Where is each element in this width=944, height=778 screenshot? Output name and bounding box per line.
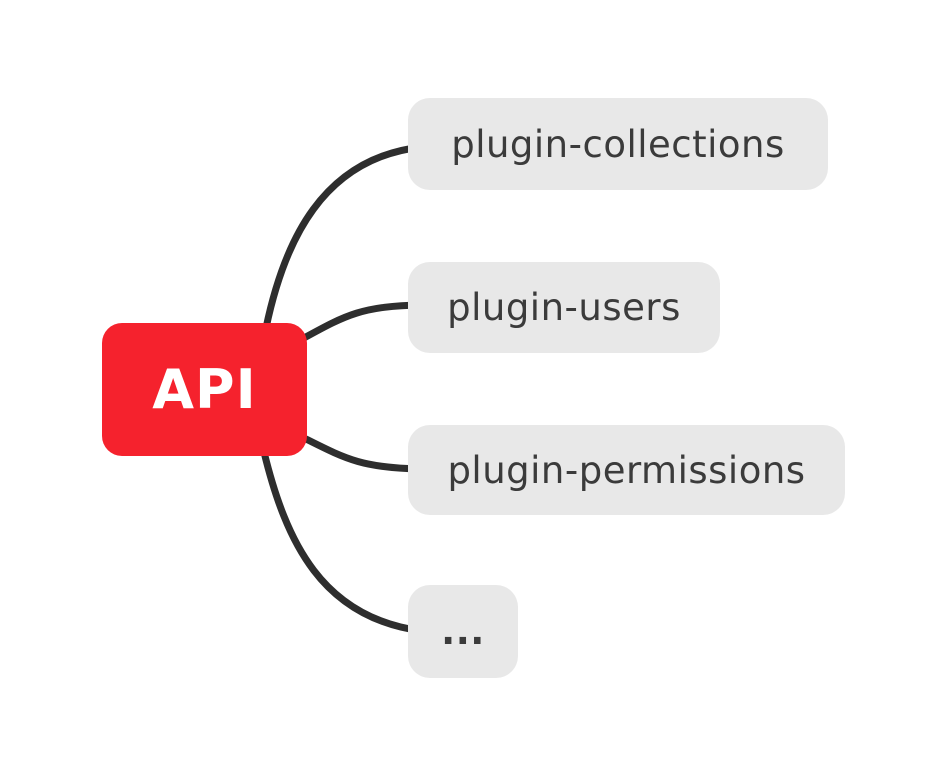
connector-api-to-plugin-permissions: [300, 434, 426, 473]
node-plugin-users[interactable]: plugin-users: [408, 262, 720, 353]
node-label: plugin-collections: [451, 122, 785, 166]
root-node-label: API: [152, 358, 257, 421]
node-plugin-permissions[interactable]: plugin-permissions: [408, 425, 845, 515]
node-label: ...: [441, 610, 485, 653]
root-node-api[interactable]: API: [102, 323, 307, 456]
node-more-ellipsis[interactable]: ...: [408, 585, 518, 678]
node-label: plugin-permissions: [447, 448, 806, 492]
connector-api-to-more: [260, 448, 426, 635]
node-label: plugin-users: [447, 286, 681, 329]
connector-api-to-plugin-users: [300, 301, 426, 342]
node-plugin-collections[interactable]: plugin-collections: [408, 98, 828, 190]
connector-api-to-plugin-collections: [262, 143, 426, 332]
